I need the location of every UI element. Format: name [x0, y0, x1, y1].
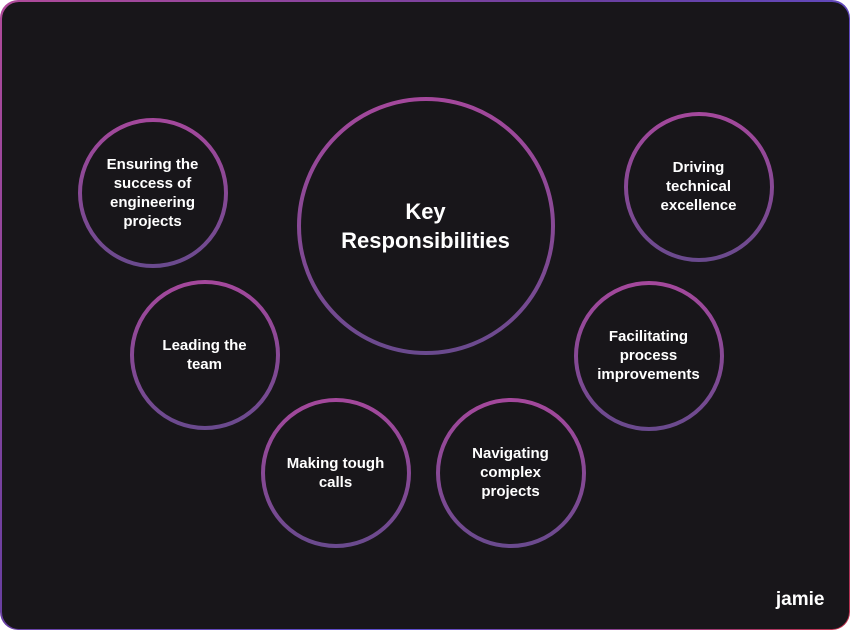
node-process-improvements: Facilitating process improvements [578, 285, 720, 427]
node-label-text: Ensuring the success of engineering proj… [106, 155, 199, 230]
node-label-text: Leading the team [162, 336, 247, 373]
ring-ensuring-success [77, 117, 228, 268]
node-leading-team: Leading the team [134, 284, 276, 426]
node-technical-excellence: Driving technical excellence [628, 116, 770, 258]
center-label: Key Responsibilities [308, 108, 544, 344]
node-label-text: Navigating complex projects [472, 445, 549, 500]
ring-navigating-projects [435, 397, 586, 548]
ring-process-improvements [573, 280, 724, 431]
node-label-text: Making tough calls [286, 454, 385, 491]
ring-leading-team [129, 279, 280, 430]
brand-logo: jamie [775, 588, 825, 610]
node-ensuring-success: Ensuring the success of engineering proj… [82, 122, 224, 264]
center-ring [296, 96, 555, 355]
ring-technical-excellence [623, 111, 774, 262]
center-label-text: Key Responsibilities [341, 198, 510, 253]
node-navigating-projects: Navigating complex projects [440, 402, 582, 544]
node-label-text: Driving technical excellence [660, 159, 737, 214]
ring-tough-calls [260, 397, 411, 548]
node-label-text: Facilitating process improvements [597, 328, 700, 383]
node-tough-calls: Making tough calls [265, 402, 407, 544]
